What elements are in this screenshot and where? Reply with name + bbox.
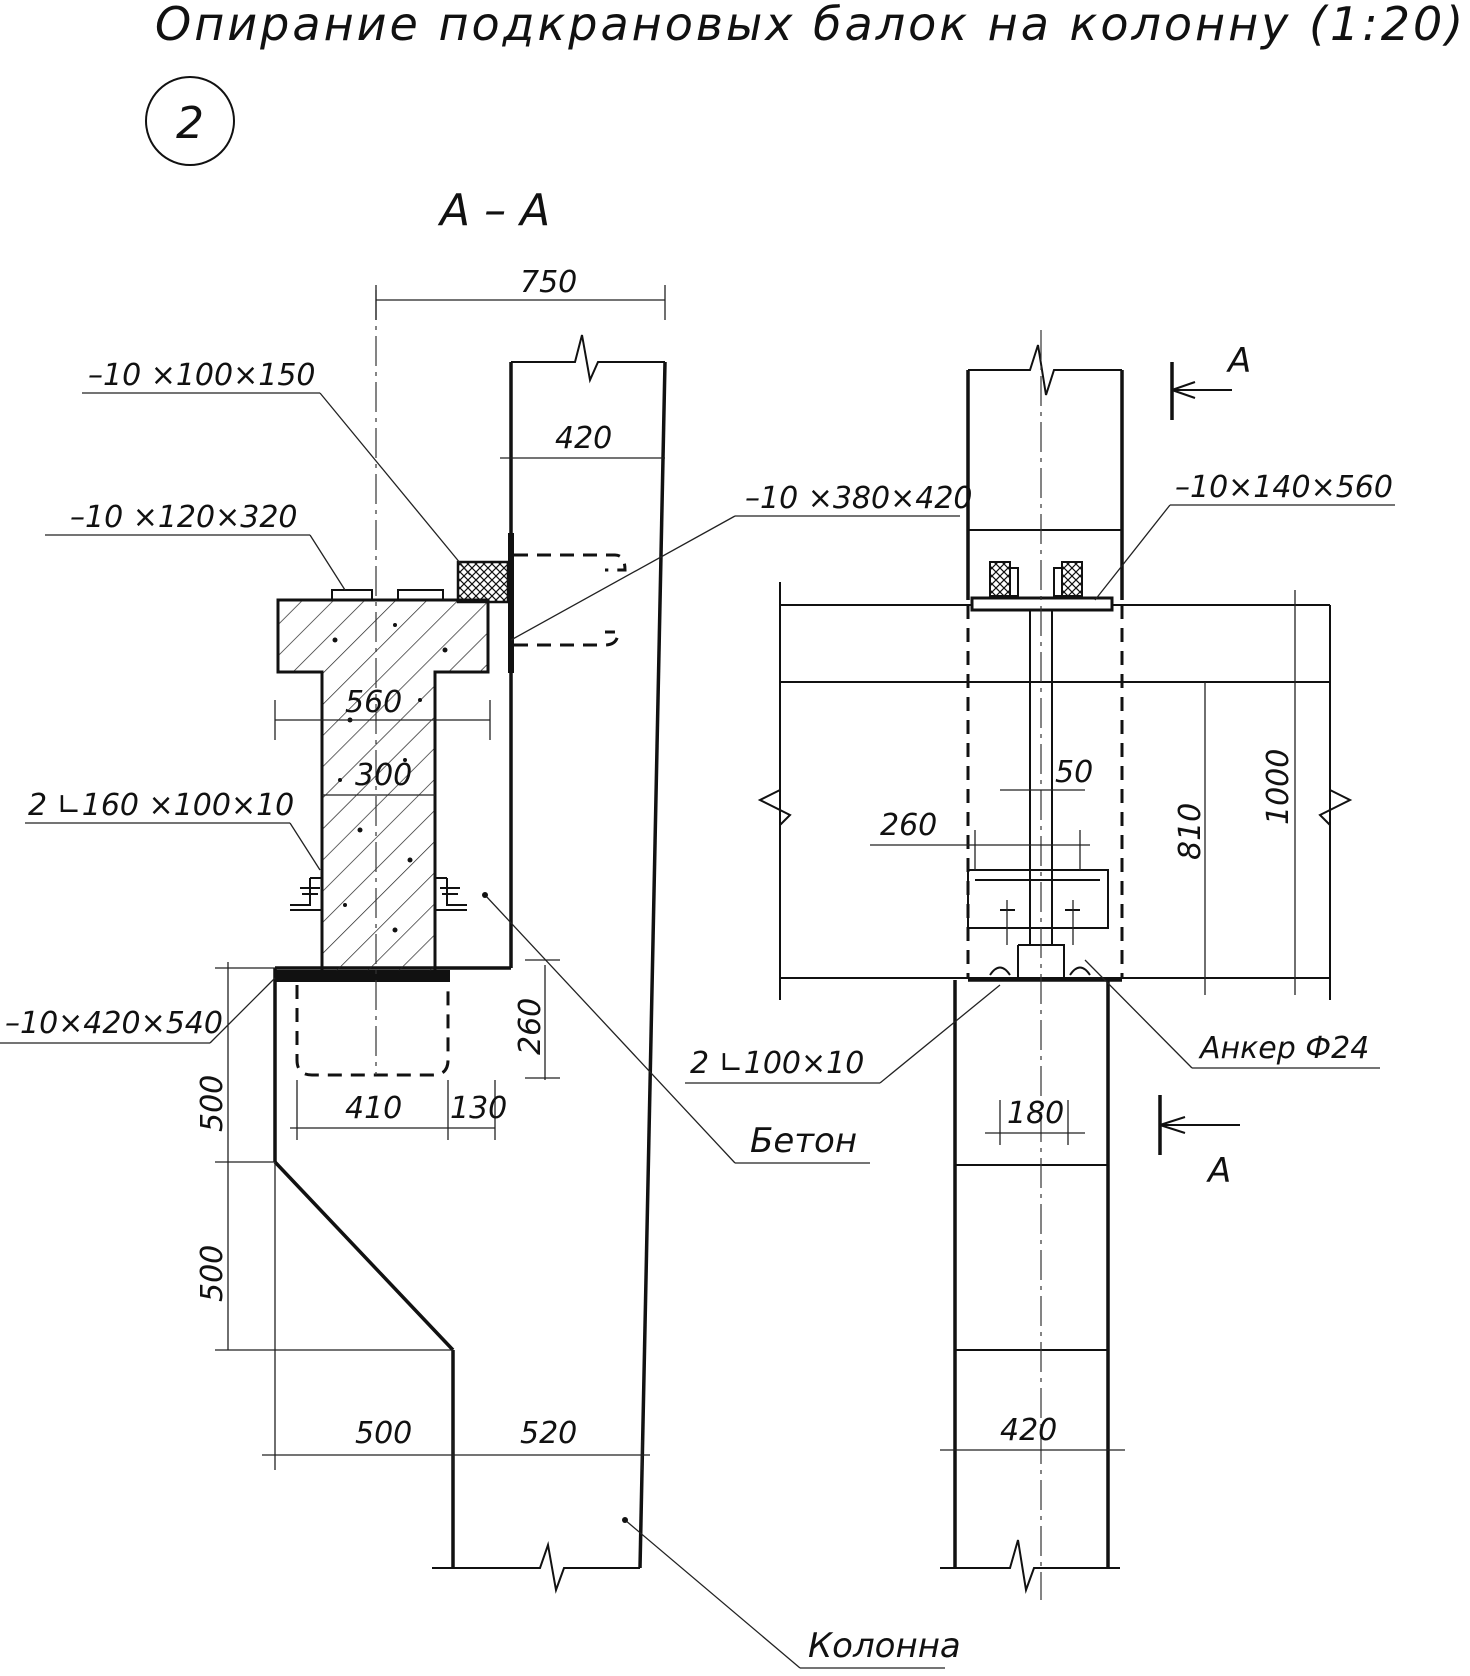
dim-260-right: 260 — [880, 808, 937, 843]
label-column: Колонна — [808, 1626, 961, 1666]
dim-1000: 1000 — [1261, 749, 1296, 825]
side-view: 50 260 810 1000 180 420 А А — [757, 330, 1353, 1600]
callouts-right: –10×140×560 2 ∟100×10 Анкер Ф24 — [685, 470, 1395, 1084]
label-angle-100: 2 ∟100×10 — [690, 1046, 864, 1081]
drawing-title: Опирание подкрановых балок на колонну (1… — [155, 0, 1466, 51]
label-anchor: Анкер Ф24 — [1198, 1031, 1369, 1066]
plate-140x560 — [970, 596, 1114, 612]
dim-810: 810 — [1173, 803, 1208, 860]
dim-130: 130 — [450, 1091, 507, 1126]
dim-560: 560 — [345, 685, 402, 720]
dim-180: 180 — [1007, 1096, 1064, 1131]
dim-500-lower: 500 — [195, 1245, 230, 1302]
section-a-a-view: 750 420 560 300 260 410 130 500 500 — [195, 265, 667, 1594]
dim-500-upper: 500 — [195, 1075, 230, 1132]
dim-420-top: 420 — [555, 421, 612, 456]
dim-50: 50 — [1055, 755, 1093, 790]
label-plate-420x540: –10×420×540 — [5, 1006, 223, 1041]
section-marker-top: А — [1226, 341, 1251, 381]
label-angle-160: 2 ∟160 ×100×10 — [28, 788, 294, 823]
rail-plate-120x320 — [331, 589, 373, 601]
section-marker-bottom: А — [1206, 1151, 1231, 1191]
dim-500-bottom: 500 — [355, 1416, 412, 1451]
label-plate-120x320: –10 ×120×320 — [70, 500, 298, 535]
sheet-number-circle — [145, 76, 235, 166]
dim-260-left: 260 — [513, 998, 548, 1055]
crane-beam-section — [276, 598, 490, 974]
dim-520: 520 — [520, 1416, 577, 1451]
label-concrete: Бетон — [750, 1121, 857, 1161]
dim-420-bottom: 420 — [1000, 1413, 1057, 1448]
section-label: А – А — [437, 185, 550, 236]
plate-380x420 — [508, 533, 514, 673]
callouts-left: –10 ×100×150 –10 ×120×320 –10 ×380×420 2… — [0, 358, 973, 1669]
label-plate-140x560: –10×140×560 — [1175, 470, 1393, 505]
label-plate-380x420: –10 ×380×420 — [745, 481, 973, 516]
dim-300: 300 — [355, 758, 412, 793]
dim-750: 750 — [520, 265, 577, 300]
sheet-number: 2 — [176, 98, 204, 149]
concrete-texture — [332, 623, 448, 933]
dim-410: 410 — [345, 1091, 402, 1126]
plate-100x150 — [456, 560, 510, 604]
bottom-angles — [967, 869, 1109, 929]
label-plate-100x150: –10 ×100×150 — [88, 358, 316, 393]
